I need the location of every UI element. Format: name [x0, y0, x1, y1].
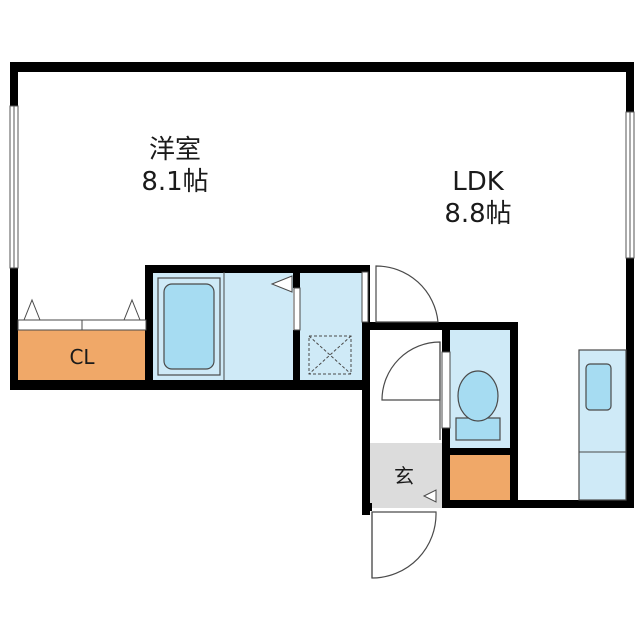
front-door — [371, 511, 437, 579]
kitchen-counter — [578, 349, 627, 501]
closet-label: CL — [69, 345, 95, 369]
washroom-door — [293, 287, 301, 331]
toilet — [455, 370, 501, 441]
washroom-area — [300, 272, 362, 380]
washroom-side-door — [361, 271, 369, 323]
western-room-name: 洋室 — [149, 135, 201, 165]
window-right — [625, 111, 635, 259]
ldk-room-name: LDK — [452, 167, 505, 197]
entrance-step-marker — [422, 489, 437, 503]
western-room-size: 8.1帖 — [141, 167, 208, 197]
closet-doors — [17, 298, 147, 331]
entrance-label: 玄 — [394, 464, 414, 488]
washing-machine-space — [308, 335, 352, 375]
bath-door-marker — [270, 275, 293, 293]
toilet-door — [441, 351, 451, 429]
closet-area — [18, 330, 146, 380]
shoe-storage-area — [450, 455, 510, 503]
ldk-room-size: 8.8帖 — [444, 199, 511, 229]
bathtub — [157, 272, 225, 380]
door-swing-middle — [381, 341, 441, 440]
window-left — [9, 105, 19, 269]
walls — [10, 62, 634, 515]
door-swing-top — [375, 265, 439, 323]
